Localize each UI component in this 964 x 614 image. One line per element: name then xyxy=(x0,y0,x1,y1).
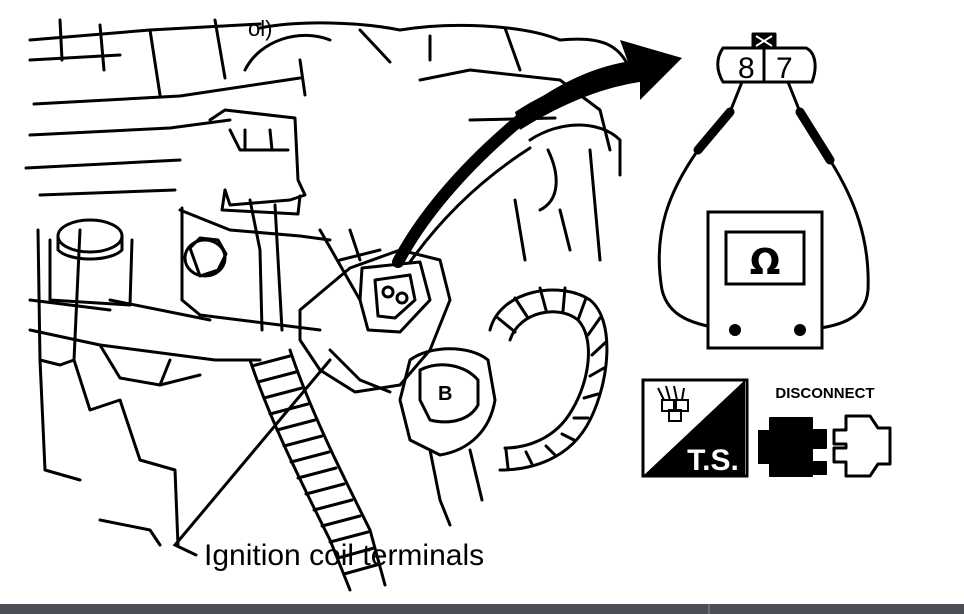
svg-text:B: B xyxy=(438,383,452,405)
troubleshooting-badge xyxy=(641,378,749,478)
footer-divider xyxy=(708,604,710,614)
troubleshooting-icon xyxy=(657,385,689,422)
engine-illustration: ol) xyxy=(24,16,632,547)
meter-probe-leads xyxy=(657,80,870,332)
coil-connector-body: B xyxy=(298,248,497,527)
terminal-8-label: 8 xyxy=(738,52,755,85)
coil-connector-terminals xyxy=(716,32,817,84)
disconnect-label: DISCONNECT xyxy=(775,385,874,402)
resistance-test-schematic: 8 7 Ω xyxy=(657,32,870,350)
wiring-loop-conduit xyxy=(488,286,609,472)
svg-text:ol): ol) xyxy=(248,16,272,41)
ohm-symbol: Ω xyxy=(750,242,781,283)
callout-leader xyxy=(172,358,332,557)
ohmmeter-icon xyxy=(706,210,824,350)
disconnect-connector-icon xyxy=(758,414,892,478)
footer-bar xyxy=(0,604,964,614)
ignition-coil-terminals-label: Ignition coil terminals xyxy=(204,539,484,572)
terminal-7-label: 7 xyxy=(776,52,793,85)
direction-arrow xyxy=(515,40,682,130)
ts-label: T.S. xyxy=(687,444,739,477)
